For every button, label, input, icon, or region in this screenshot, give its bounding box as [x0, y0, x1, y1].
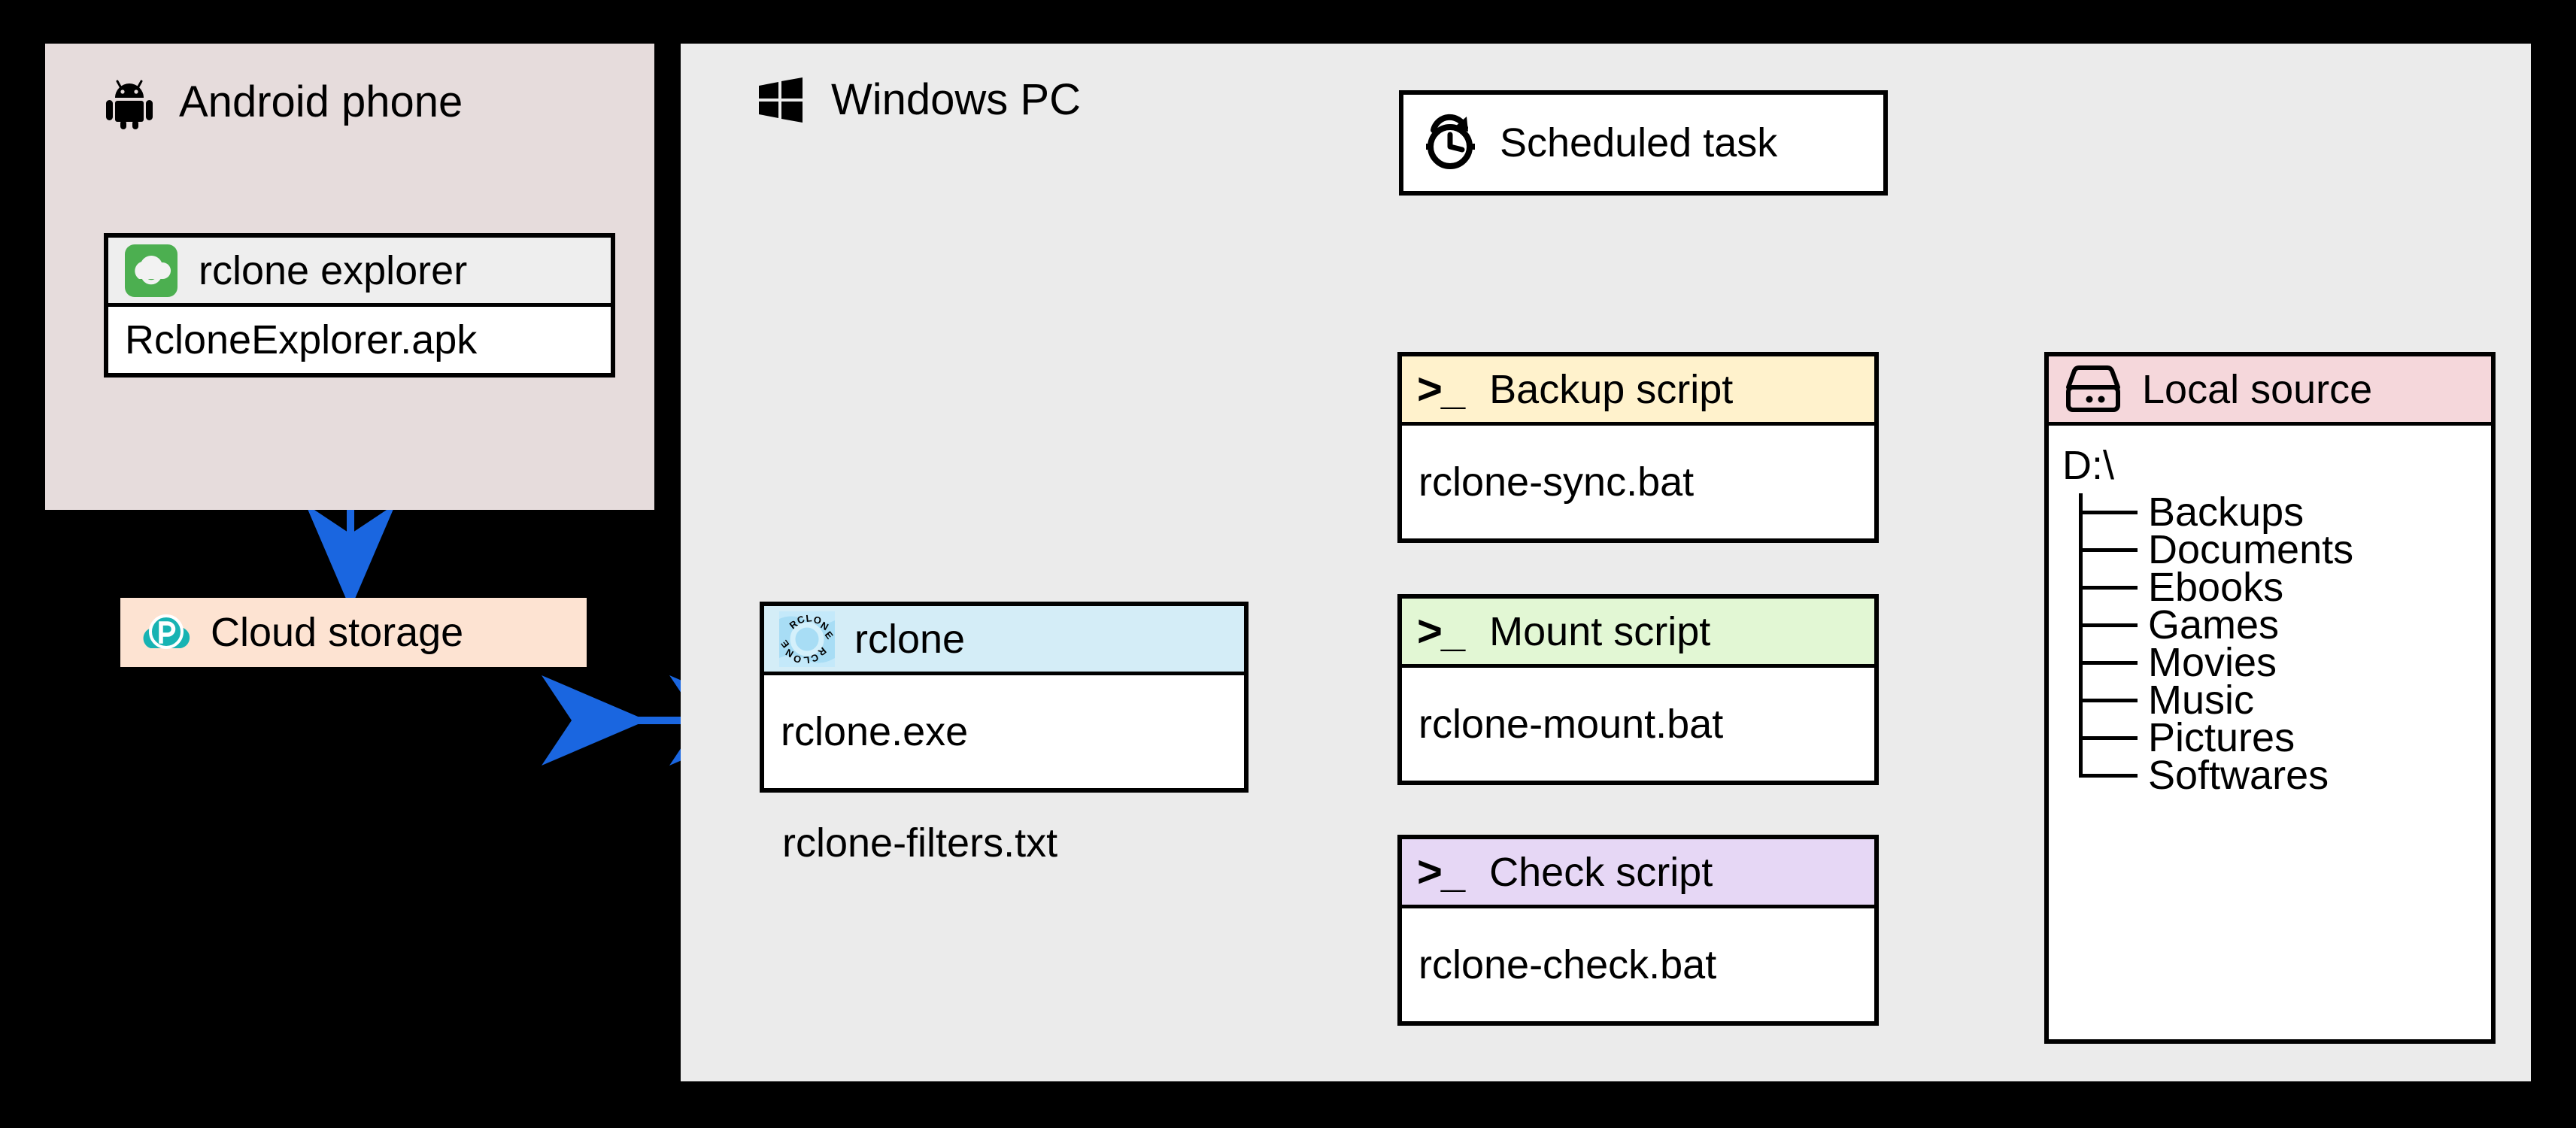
rclone-explorer-node-header: rclone explorer: [108, 238, 611, 307]
mount-script-node-body: rclone-mount.bat: [1402, 668, 1874, 781]
android-panel-header: Android phone: [105, 75, 463, 129]
rclone-explorer-node[interactable]: rclone explorer RcloneExplorer.apk: [104, 233, 615, 378]
folder-tree-item[interactable]: Documents: [2079, 527, 2491, 572]
terminal-prompt-icon: >_: [1417, 606, 1465, 656]
folder-tree-item[interactable]: Music: [2079, 678, 2491, 723]
folder-name: Backups: [2148, 490, 2304, 535]
folder-tree-item[interactable]: Backups: [2079, 490, 2491, 535]
clock-refresh-icon: [1423, 114, 1480, 172]
backup-script-title: Backup script: [1489, 366, 1734, 412]
backup-script-node-header: >_ Backup script: [1402, 356, 1874, 426]
rclone-explorer-node-body: RcloneExplorer.apk: [108, 307, 611, 373]
tree-branch-icon: [2079, 735, 2138, 740]
drive-root-label: D:\: [2062, 443, 2115, 488]
rclone-node-body: rclone.exe: [764, 675, 1244, 788]
local-source-node-header: Local source: [2049, 356, 2491, 426]
svg-text:L: L: [806, 612, 813, 624]
tree-spine: [2079, 493, 2083, 775]
mount-script-filename: rclone-mount.bat: [1418, 702, 1724, 747]
mount-script-node[interactable]: >_ Mount script rclone-mount.bat: [1397, 594, 1879, 785]
rclone-exe-filename: rclone.exe: [781, 709, 969, 754]
folder-name: Pictures: [2148, 715, 2295, 760]
cloud-storage-node[interactable]: Cloud storage: [120, 598, 587, 667]
backup-script-node-body: rclone-sync.bat: [1402, 426, 1874, 538]
windows-panel-header: Windows PC: [756, 75, 1081, 125]
folder-name: Documents: [2148, 527, 2354, 572]
folder-name: Softwares: [2148, 753, 2329, 798]
folder-tree-item[interactable]: Games: [2079, 602, 2491, 647]
tree-branch-icon: [2079, 660, 2138, 665]
mount-script-node-header: >_ Mount script: [1402, 599, 1874, 668]
folder-tree-item[interactable]: Movies: [2079, 640, 2491, 685]
check-script-title: Check script: [1489, 849, 1713, 895]
terminal-prompt-icon: >_: [1417, 847, 1465, 896]
rclone-node[interactable]: R C L O N E R C L O N E rclone: [760, 602, 1249, 793]
tree-branch-icon: [2079, 547, 2138, 552]
android-robot-icon: [105, 75, 153, 129]
tree-branch-icon: [2079, 623, 2138, 627]
rclone-node-header: R C L O N E R C L O N E rclone: [764, 606, 1244, 675]
cloud-storage-label: Cloud storage: [211, 610, 464, 655]
pcloud-icon: [138, 609, 193, 656]
scheduled-task-label: Scheduled task: [1500, 120, 1778, 165]
check-script-node-body: rclone-check.bat: [1402, 908, 1874, 1021]
tree-branch-icon: [2079, 510, 2138, 514]
rclone-explorer-apk-filename: RcloneExplorer.apk: [125, 317, 478, 362]
external-hard-drive-icon: [2064, 365, 2122, 414]
windows-logo-icon: [756, 75, 806, 125]
check-script-node-header: >_ Check script: [1402, 839, 1874, 908]
folder-name: Ebooks: [2148, 565, 2284, 610]
svg-text:O: O: [793, 652, 803, 665]
folder-tree-item[interactable]: Softwares: [2079, 753, 2491, 798]
backup-script-filename: rclone-sync.bat: [1418, 459, 1695, 505]
rclone-explorer-node-title: rclone explorer: [199, 247, 468, 293]
folder-name: Games: [2148, 602, 2280, 647]
svg-text:O: O: [812, 614, 822, 626]
tree-branch-icon: [2079, 773, 2138, 778]
backup-script-node[interactable]: >_ Backup script rclone-sync.bat: [1397, 352, 1879, 543]
rclone-explorer-app-icon: [123, 243, 179, 299]
check-script-filename: rclone-check.bat: [1418, 942, 1717, 987]
folder-name: Music: [2148, 678, 2255, 723]
android-panel-title: Android phone: [179, 77, 463, 126]
folder-tree-item[interactable]: Ebooks: [2079, 565, 2491, 610]
android-phone-panel: Android phone rclone explorer RcloneExpl…: [45, 44, 654, 510]
check-script-node[interactable]: >_ Check script rclone-check.bat: [1397, 835, 1879, 1026]
scheduled-task-node[interactable]: Scheduled task: [1399, 90, 1888, 196]
rclone-node-title: rclone: [854, 616, 966, 662]
rclone-logo-icon: R C L O N E R C L O N E: [779, 611, 835, 667]
folder-name: Movies: [2148, 640, 2277, 685]
mount-script-title: Mount script: [1489, 608, 1711, 654]
rclone-filters-caption: rclone-filters.txt: [782, 820, 1058, 866]
terminal-prompt-icon: >_: [1417, 364, 1465, 414]
tree-branch-icon: [2079, 698, 2138, 702]
tree-branch-icon: [2079, 585, 2138, 590]
folder-tree-item[interactable]: Pictures: [2079, 715, 2491, 760]
svg-text:L: L: [803, 654, 811, 666]
local-source-title: Local source: [2142, 366, 2373, 412]
windows-panel-title: Windows PC: [831, 75, 1081, 124]
